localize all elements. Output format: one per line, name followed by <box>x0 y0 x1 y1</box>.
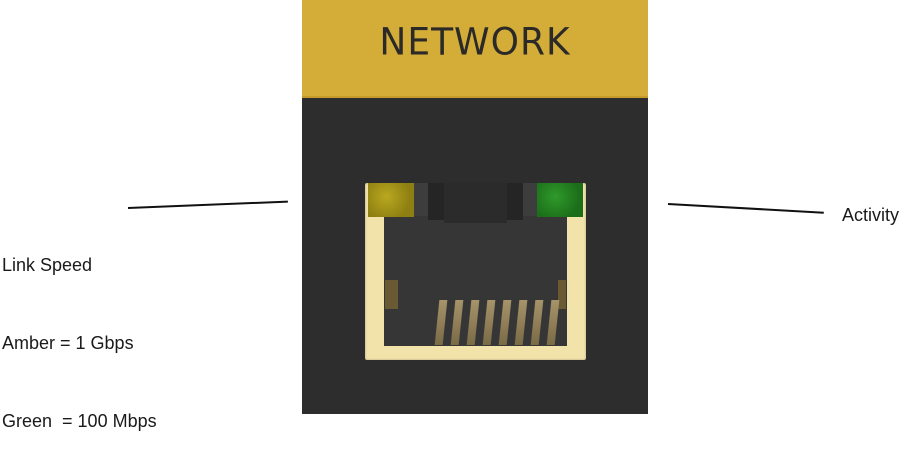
rj45-port <box>365 183 586 360</box>
link-speed-green: Green = 100 Mbps <box>2 411 157 431</box>
link-speed-led-icon <box>368 183 414 217</box>
network-port-panel: NETWORK <box>302 0 648 414</box>
pin-icon <box>514 300 528 345</box>
network-label: NETWORK <box>379 20 571 65</box>
pin-icon <box>546 300 560 345</box>
port-side-clip-left <box>385 280 398 309</box>
pin-icon <box>450 300 464 345</box>
activity-leader-line <box>667 203 824 214</box>
port-latch-recess <box>444 183 507 223</box>
port-side-clip-right <box>558 280 566 309</box>
pin-icon <box>434 300 448 345</box>
network-label-band: NETWORK <box>302 0 648 98</box>
link-speed-callout: Link Speed Amber = 1 Gbps Green = 100 Mb… <box>2 200 157 460</box>
link-speed-amber: Amber = 1 Gbps <box>2 333 134 353</box>
activity-callout: Activity <box>842 205 900 225</box>
pin-icon <box>466 300 480 345</box>
port-pins <box>434 300 577 345</box>
pin-icon <box>530 300 544 345</box>
activity-led-icon <box>537 183 583 217</box>
pin-icon <box>482 300 496 345</box>
link-speed-title: Link Speed <box>2 255 93 275</box>
pin-icon <box>498 300 512 345</box>
